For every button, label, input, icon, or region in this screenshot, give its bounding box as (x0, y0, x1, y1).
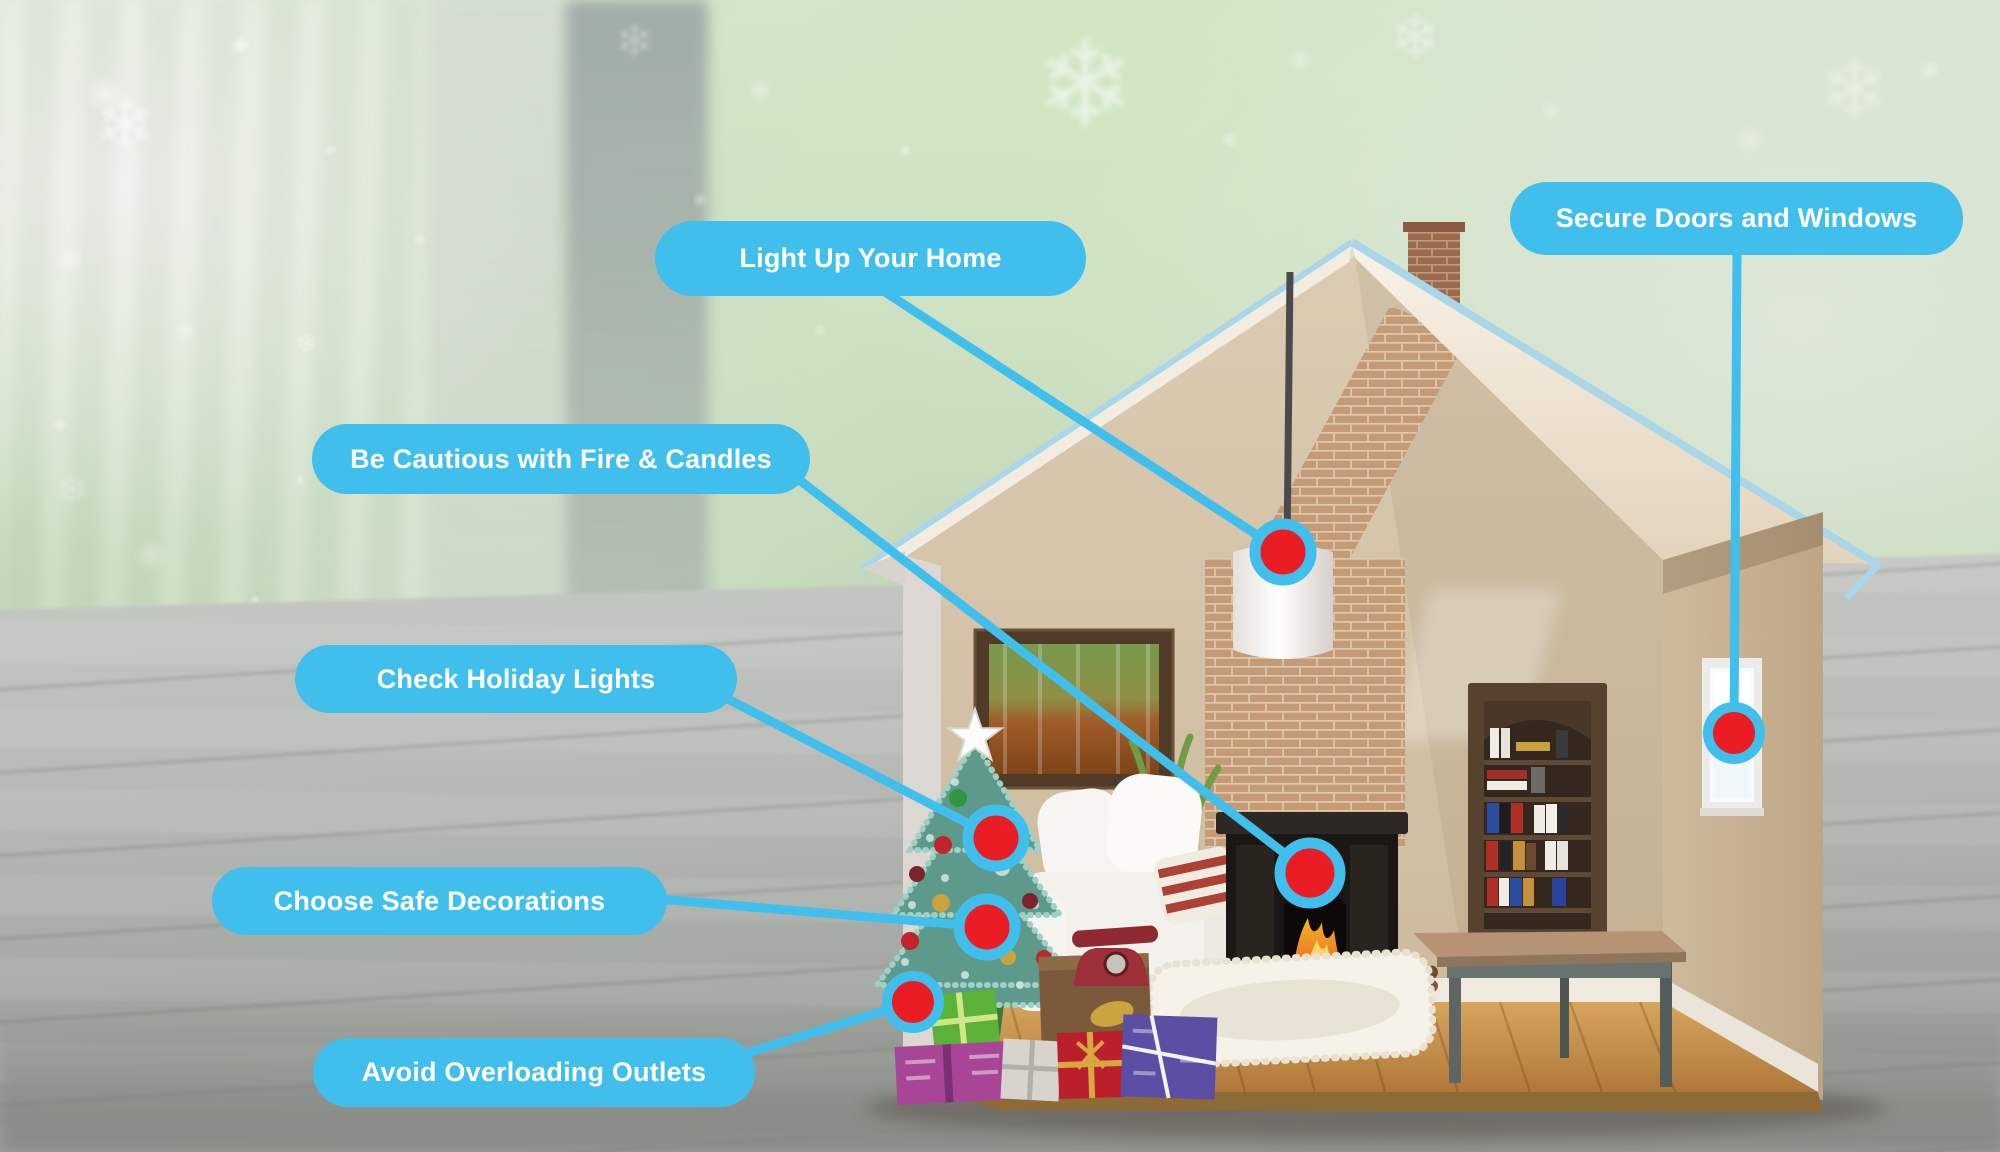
hotspot-fireplace[interactable] (1274, 837, 1346, 909)
callout-secure-doors-and-windows[interactable]: Secure Doors and Windows (1510, 182, 1963, 255)
callout-label: Be Cautious with Fire & Candles (350, 443, 772, 474)
hotspot-side-window[interactable] (1703, 702, 1765, 764)
callout-label: Check Holiday Lights (376, 663, 656, 694)
hotspot-tree-middle[interactable] (953, 893, 1021, 961)
bookshelf (1468, 683, 1607, 938)
hotspot-outlet[interactable] (882, 971, 944, 1033)
callout-label: Avoid Overloading Outlets (361, 1057, 707, 1087)
roof-trim-right-end (1843, 562, 1881, 601)
line-secure-doors-and-windows (1729, 247, 1742, 738)
callout-check-holiday-lights[interactable]: Check Holiday Lights (295, 645, 737, 713)
hotspot-pendant-lamp[interactable] (1249, 518, 1317, 586)
callout-avoid-overloading-outlets[interactable]: Avoid Overloading Outlets (313, 1038, 755, 1107)
callout-label: Secure Doors and Windows (1555, 203, 1918, 233)
callout-choose-safe-decorations[interactable]: Choose Safe Decorations (212, 867, 667, 935)
hotspot-tree-top[interactable] (962, 804, 1030, 872)
callout-be-cautious-fire-candles[interactable]: Be Cautious with Fire & Candles (312, 424, 810, 494)
callout-label: Light Up Your Home (739, 243, 1002, 273)
callout-light-up-your-home[interactable]: Light Up Your Home (655, 221, 1086, 296)
callout-label: Choose Safe Decorations (273, 885, 606, 916)
